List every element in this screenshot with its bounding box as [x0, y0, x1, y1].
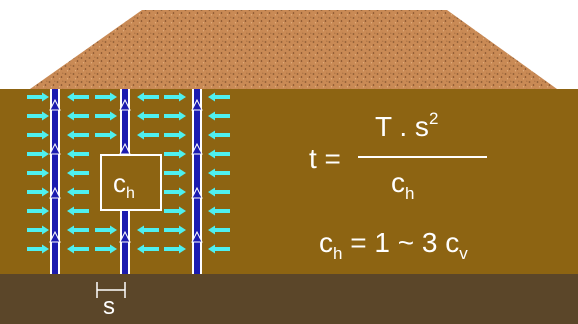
flow-arrow-left-icon: [137, 244, 159, 254]
flow-arrow-left-icon: [67, 225, 89, 235]
flow-arrow-right-icon: [164, 92, 186, 102]
relation-lhs-main: c: [319, 227, 333, 258]
upward-flow-arrow-icon: [191, 98, 203, 111]
relation-middle: = 1 ~ 3 c: [342, 227, 459, 258]
horizontal-consolidation-box: [100, 154, 162, 211]
flow-arrow-left-icon: [208, 149, 230, 159]
flow-arrow-left-icon: [67, 130, 89, 140]
flow-arrow-right-icon: [27, 130, 49, 140]
flow-arrow-left-icon: [67, 244, 89, 254]
upward-flow-arrow-icon: [49, 186, 61, 199]
flow-arrow-right-icon: [27, 92, 49, 102]
flow-arrow-right-icon: [164, 244, 186, 254]
soft-soil-layer: [0, 89, 578, 274]
flow-arrow-right-icon: [95, 130, 117, 140]
flow-arrow-left-icon: [208, 187, 230, 197]
upward-flow-arrow-icon: [191, 186, 203, 199]
relation-rhs-sub: v: [459, 244, 468, 263]
flow-arrow-left-icon: [137, 130, 159, 140]
formula-denominator-sub: h: [405, 184, 414, 203]
bedrock-layer: [0, 274, 578, 324]
relation-lhs-sub: h: [333, 244, 342, 263]
flow-arrow-right-icon: [95, 244, 117, 254]
vertical-drain: [52, 89, 58, 274]
box-label: ch: [113, 168, 135, 202]
formula-numerator-sup: 2: [429, 109, 438, 128]
flow-arrow-right-icon: [27, 244, 49, 254]
spacing-label: s: [103, 293, 115, 320]
flow-arrow-left-icon: [208, 130, 230, 140]
formula-numerator: T . s2: [375, 109, 438, 142]
upward-flow-arrow-icon: [49, 142, 61, 155]
flow-arrow-left-icon: [67, 92, 89, 102]
flow-arrow-right-icon: [164, 111, 186, 121]
flow-arrow-left-icon: [67, 168, 89, 178]
box-label-main: c: [113, 168, 126, 198]
flow-arrow-left-icon: [137, 92, 159, 102]
upward-flow-arrow-icon: [49, 98, 61, 111]
flow-arrow-right-icon: [95, 92, 117, 102]
flow-arrow-right-icon: [164, 149, 186, 159]
flow-arrow-right-icon: [27, 206, 49, 216]
flow-arrow-right-icon: [164, 225, 186, 235]
upward-flow-arrow-icon: [191, 230, 203, 243]
formula-denominator-main: c: [391, 167, 405, 198]
relation: ch = 1 ~ 3 cv: [319, 227, 468, 263]
flow-arrow-right-icon: [27, 149, 49, 159]
embankment-fill: [30, 10, 557, 89]
flow-arrow-left-icon: [208, 225, 230, 235]
flow-arrow-right-icon: [164, 206, 186, 216]
flow-arrow-right-icon: [27, 168, 49, 178]
flow-arrow-left-icon: [67, 149, 89, 159]
flow-arrow-left-icon: [208, 111, 230, 121]
flow-arrow-left-icon: [137, 225, 159, 235]
upward-flow-arrow-icon: [191, 142, 203, 155]
flow-arrow-right-icon: [164, 130, 186, 140]
flow-arrow-right-icon: [95, 225, 117, 235]
flow-arrow-right-icon: [27, 187, 49, 197]
flow-arrow-left-icon: [208, 206, 230, 216]
box-label-sub: h: [126, 185, 135, 202]
flow-arrow-left-icon: [208, 168, 230, 178]
flow-arrow-right-icon: [164, 168, 186, 178]
flow-arrow-left-icon: [208, 244, 230, 254]
flow-arrow-right-icon: [27, 225, 49, 235]
formula-lhs: t =: [309, 143, 341, 174]
upward-flow-arrow-icon: [49, 230, 61, 243]
flow-arrow-right-icon: [164, 187, 186, 197]
flow-arrow-left-icon: [137, 111, 159, 121]
formula-numerator-main: T . s: [375, 111, 429, 142]
upward-flow-arrow-icon: [119, 98, 131, 111]
flow-arrow-right-icon: [27, 111, 49, 121]
flow-arrows-group: [27, 92, 230, 254]
flow-arrow-left-icon: [67, 187, 89, 197]
upward-flow-arrow-icon: [119, 230, 131, 243]
flow-arrow-right-icon: [95, 111, 117, 121]
flow-arrow-left-icon: [208, 92, 230, 102]
spacing-dimension: [96, 282, 126, 298]
flow-arrow-left-icon: [67, 206, 89, 216]
flow-arrow-left-icon: [67, 111, 89, 121]
vertical-drain: [194, 89, 200, 274]
formula-denominator: ch: [391, 167, 414, 203]
